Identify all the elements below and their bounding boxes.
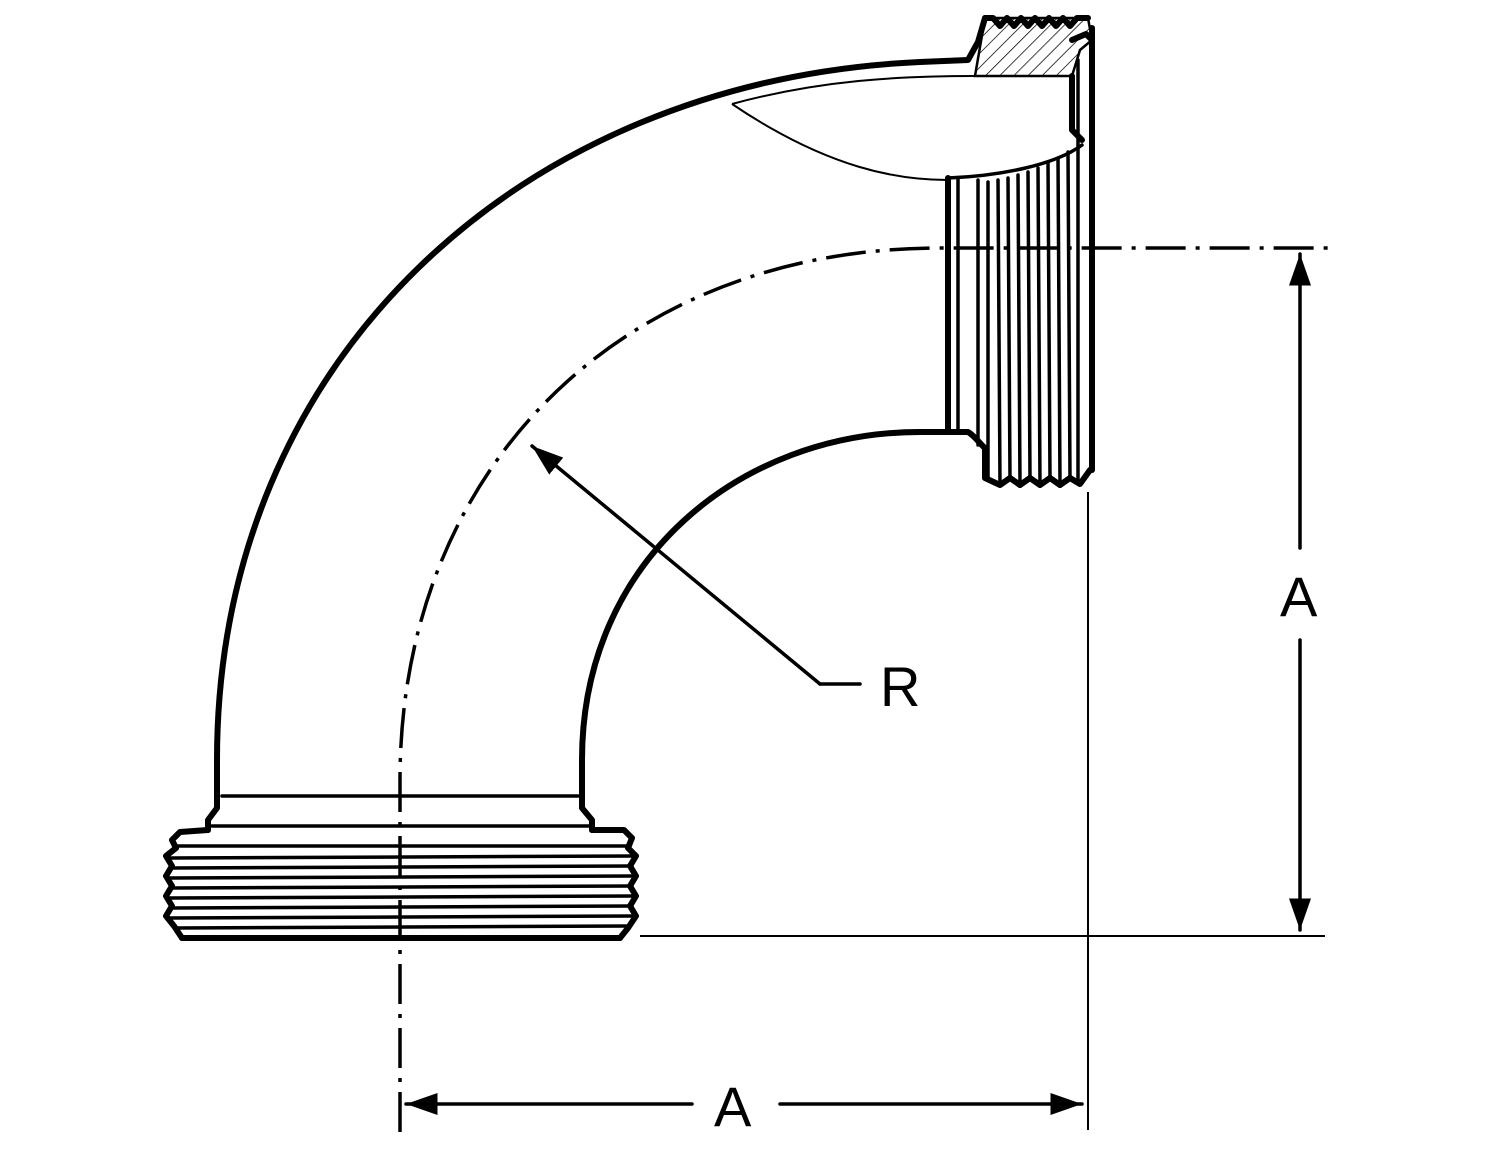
radius-leader (530, 444, 862, 686)
dimension-horizontal (404, 492, 1089, 1130)
radius-label: R (880, 655, 920, 718)
bottom-thread-lines (168, 844, 636, 930)
top-thread-lines (976, 150, 1072, 486)
vertical-dimension-label: A (1280, 565, 1318, 628)
bottom-threaded-end (163, 827, 639, 941)
outer-arc (214, 15, 988, 803)
horizontal-dimension-label: A (714, 1075, 752, 1138)
dimension-vertical (640, 252, 1325, 937)
elbow-body (205, 15, 988, 833)
centerline (398, 246, 1335, 1132)
top-threaded-end (731, 15, 1095, 488)
inner-arc (579, 429, 988, 803)
